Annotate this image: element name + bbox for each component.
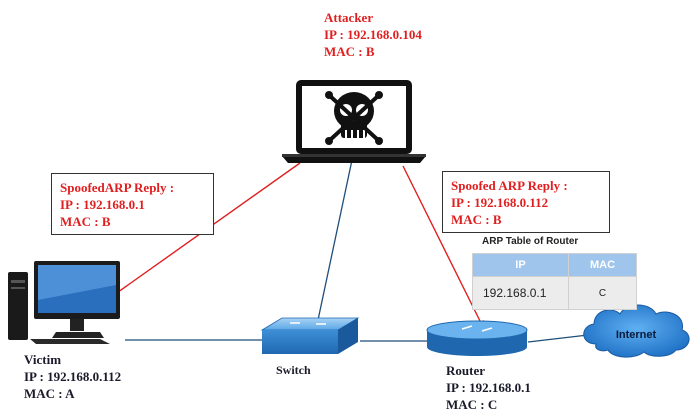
switch-label: Switch [276, 363, 311, 377]
internet-cloud-icon [583, 304, 690, 358]
router-ip: IP : 192.168.0.1 [446, 380, 531, 395]
victim-computer-icon [8, 261, 120, 344]
arp-table: IP MAC 192.168.0.1 C [472, 253, 637, 310]
victim-mac: MAC : A [24, 386, 75, 401]
table-row: 192.168.0.1 C [472, 276, 637, 310]
spoof-reply-to-victim: SpoofedARP Reply : IP : 192.168.0.1 MAC … [51, 173, 214, 235]
cable-router-internet [527, 334, 589, 343]
victim-ip: IP : 192.168.0.112 [24, 369, 122, 384]
arrow-attacker-to-router [402, 165, 485, 330]
arp-header-ip: IP [472, 253, 569, 277]
router-name: Router [446, 363, 485, 378]
spoof-router-title: Spoofed ARP Reply : [451, 178, 568, 193]
router-mac: MAC : C [446, 397, 498, 412]
victim-name: Victim [24, 352, 62, 367]
internet-label: Internet [616, 329, 657, 341]
arp-header-mac: MAC [568, 253, 637, 277]
skull-icon [325, 91, 383, 145]
attacker-mac: MAC : B [324, 44, 375, 59]
spoof-router-mac: MAC : B [451, 212, 502, 227]
spoof-router-ip: IP : 192.168.0.112 [451, 195, 549, 210]
spoof-reply-to-router: Spoofed ARP Reply : IP : 192.168.0.112 M… [442, 171, 610, 233]
arp-row-ip: 192.168.0.1 [472, 276, 569, 310]
spoof-victim-title: SpoofedARP Reply : [60, 180, 175, 195]
router-icon [426, 320, 528, 356]
arp-row-mac: C [568, 276, 637, 310]
spoof-victim-ip: IP : 192.168.0.1 [60, 197, 145, 212]
attacker-laptop-icon [282, 80, 426, 163]
cable-attacker-switch [317, 159, 353, 321]
attacker-name: Attacker [324, 10, 374, 25]
spoof-victim-mac: MAC : B [60, 214, 111, 229]
arp-table-header-row: IP MAC [472, 253, 637, 277]
attacker-ip: IP : 192.168.0.104 [324, 27, 422, 42]
switch-icon [260, 317, 360, 354]
arp-table-caption: ARP Table of Router [482, 236, 579, 247]
cables [125, 159, 589, 343]
